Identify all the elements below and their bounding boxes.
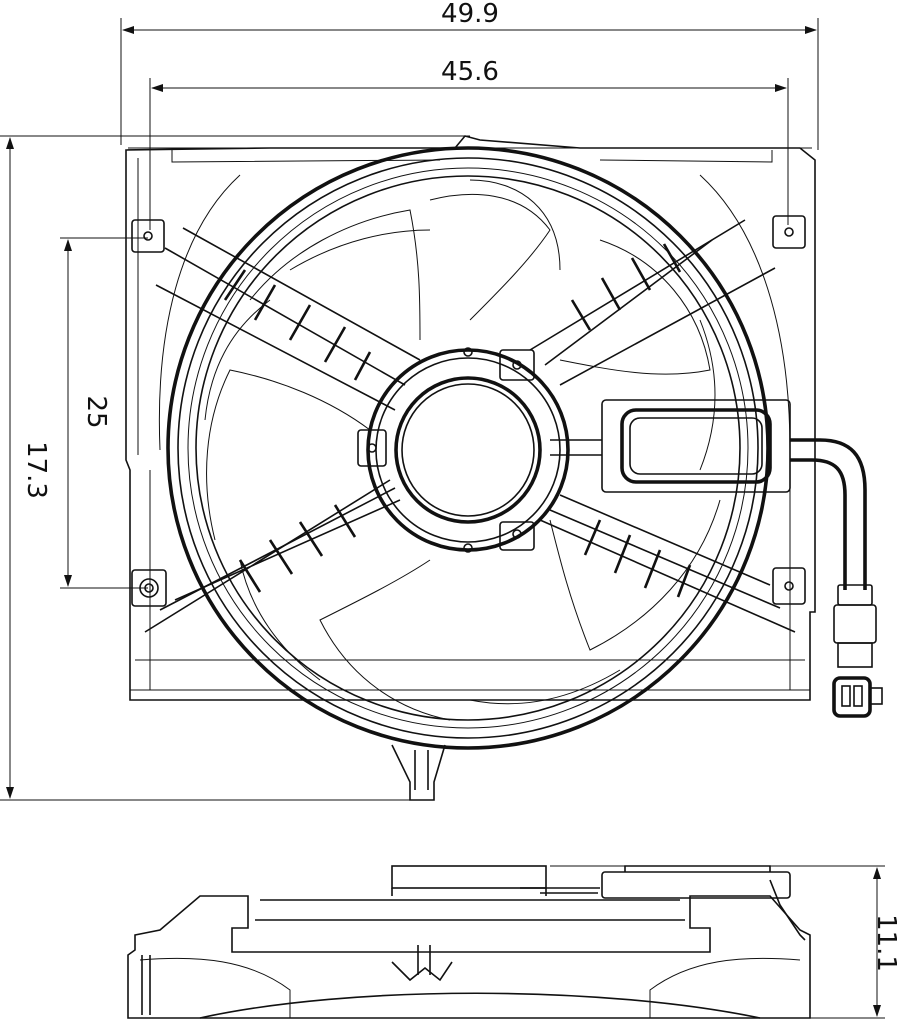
dimension-overall-height: 17.3 (0, 135, 470, 801)
dimension-overall-width: 49.9 (120, 0, 819, 150)
side-view (127, 865, 811, 1019)
controller-module (550, 399, 791, 493)
wire-harness (790, 438, 877, 668)
mount-boss-top-right (772, 215, 806, 249)
mount-boss-top-left (131, 219, 165, 253)
mount-spacing-label: 25 (81, 395, 111, 428)
shroud-ring (166, 146, 770, 750)
overall-width-label: 49.9 (441, 0, 499, 29)
dimension-depth: 11.1 (550, 865, 900, 1019)
motor-hub (357, 347, 570, 553)
depth-label: 11.1 (871, 914, 900, 972)
shroud-frame (125, 135, 816, 701)
fan-blades (204, 179, 721, 721)
dimension-shroud-width: 45.6 (149, 57, 789, 230)
connector-end-view (832, 676, 883, 718)
overall-height-label: 17.3 (21, 441, 51, 499)
drain-tab (391, 744, 446, 801)
shroud-width-label: 45.6 (441, 57, 499, 87)
mount-boss-bottom-left (131, 569, 167, 607)
dimension-mount-spacing: 25 (60, 237, 148, 589)
support-struts (144, 219, 796, 633)
mount-boss-bottom-right (772, 567, 806, 605)
